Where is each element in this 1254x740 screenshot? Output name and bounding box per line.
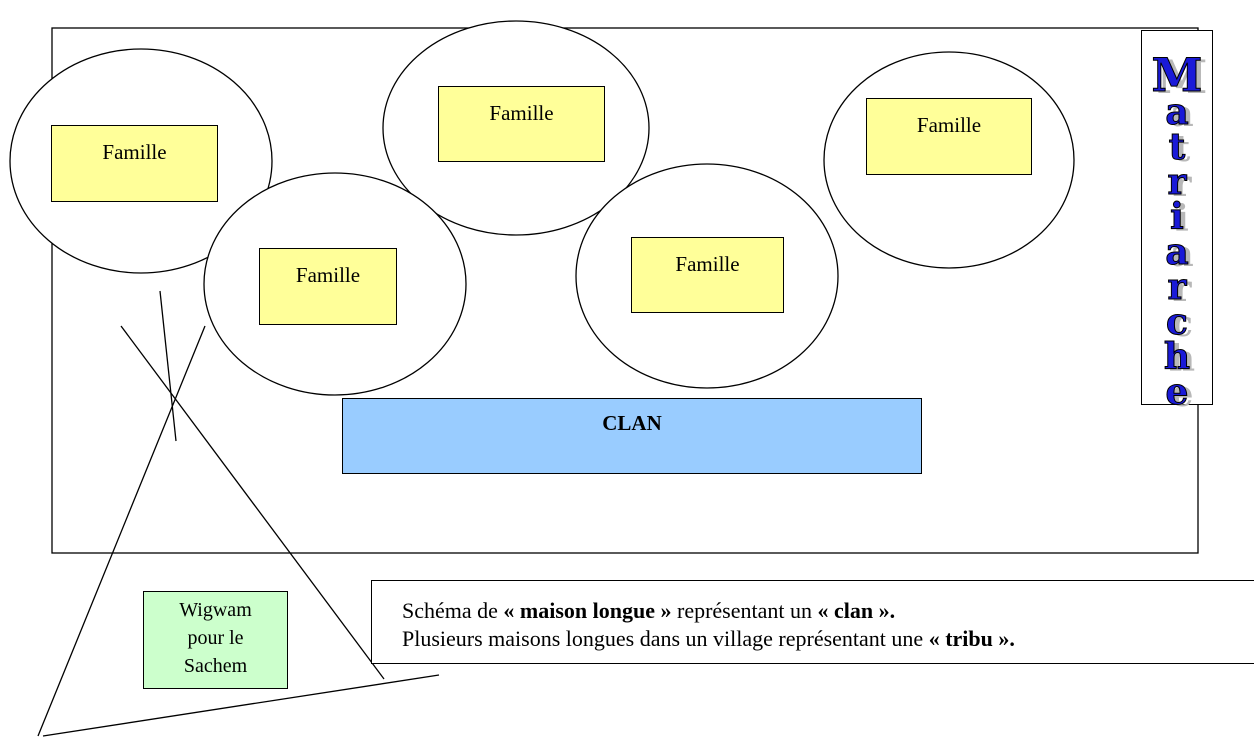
wigwam-pole-1 [120, 325, 385, 680]
wigwam-line-1: Wigwam [179, 599, 252, 621]
family-label-1: Famille [102, 140, 167, 164]
matriarche-letter: r [1167, 161, 1187, 203]
caption-line-2: Plusieurs maisons longues dans un villag… [372, 625, 1254, 653]
matriarche-letter: h [1163, 336, 1191, 378]
family-box-5: Famille [866, 98, 1032, 175]
matriarche-letter: a [1165, 231, 1189, 273]
wigwam-pole-2 [37, 325, 206, 737]
family-label-5: Famille [916, 113, 982, 137]
caption-text: Schéma de [402, 598, 504, 623]
matriarche-letter: a [1165, 91, 1189, 133]
wigwam-pole-3 [159, 290, 177, 442]
clan-label: CLAN [602, 411, 662, 435]
family-box-1: Famille [51, 125, 218, 202]
caption-line-1: Schéma de « maison longue » représentant… [372, 581, 1254, 625]
wigwam-line-3: Sachem [183, 655, 248, 677]
caption-text: Plusieurs maisons longues dans un villag… [402, 626, 929, 651]
wigwam-box: Wigwam pour le Sachem [143, 591, 288, 689]
family-box-2: Famille [259, 248, 397, 325]
wigwam-ground-line [42, 674, 440, 737]
family-label-2: Famille [295, 263, 361, 287]
matriarche-title: M a t r i a r c h e [1142, 48, 1212, 413]
clan-box: CLAN [342, 398, 922, 474]
matriarche-letter: i [1170, 196, 1185, 238]
caption-text: représentant un [671, 598, 818, 623]
matriarche-letter: r [1167, 266, 1187, 308]
caption-emphasis: « clan ». [817, 598, 896, 623]
matriarche-letter: M [1151, 48, 1203, 102]
family-box-4: Famille [631, 237, 784, 313]
wigwam-line-2: pour le [187, 627, 244, 649]
family-label-3: Famille [489, 101, 554, 125]
matriarche-letter: t [1168, 126, 1186, 168]
caption-box: Schéma de « maison longue » représentant… [371, 580, 1254, 664]
matriarche-letter: e [1165, 371, 1189, 413]
matriarche-letter: c [1166, 301, 1189, 343]
family-label-4: Famille [675, 252, 740, 276]
family-box-3: Famille [438, 86, 605, 162]
caption-emphasis: « maison longue » [503, 598, 672, 623]
matriarche-box: M a t r i a r c h e [1141, 30, 1213, 411]
caption-emphasis: « tribu ». [928, 626, 1015, 651]
